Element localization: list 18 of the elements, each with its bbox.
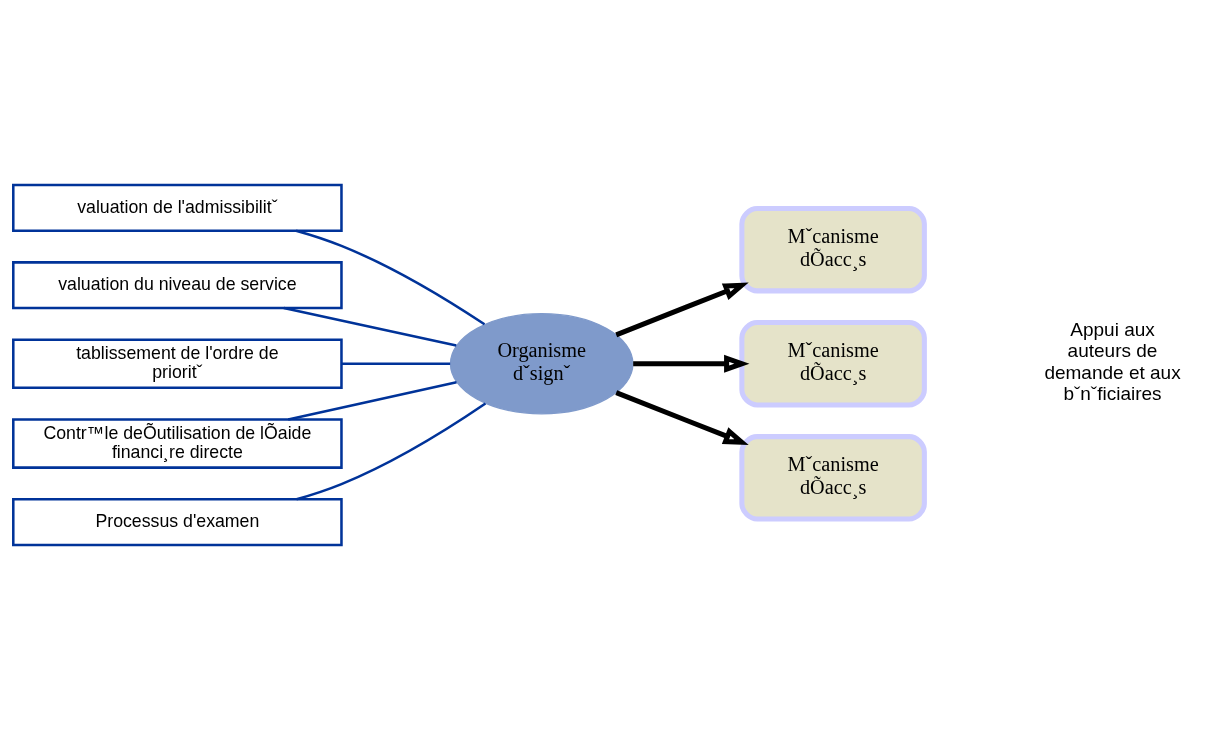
node-box: valuation du niveau de service — [12, 260, 343, 309]
node-box: tablissement de l'ordre de prioritˇ — [12, 337, 343, 389]
node-box: valuation de l'admissibilitˇ — [12, 183, 343, 232]
arrow — [633, 354, 750, 373]
node-box: Mˇcanisme dÕacc¸s — [739, 433, 927, 521]
node-box: Mˇcanisme dÕacc¸s — [739, 319, 927, 407]
connector — [296, 401, 487, 500]
node-box: Contr™le deÕutilisation de lÕaide financi¸re directe — [12, 417, 343, 469]
connector — [341, 361, 451, 365]
arrow — [615, 282, 749, 337]
node-box: Mˇcanisme dÕacc¸s — [739, 205, 927, 293]
arrow — [615, 389, 749, 445]
connector — [287, 380, 457, 421]
label: Appui aux auteurs de demande et aux bˇnˇficiaires — [1044, 318, 1181, 404]
node-ellipse: Organisme dˇsignˇ — [449, 312, 634, 414]
connector — [295, 229, 486, 325]
node-box: Processus d'examen — [12, 497, 343, 546]
connector — [283, 306, 457, 347]
